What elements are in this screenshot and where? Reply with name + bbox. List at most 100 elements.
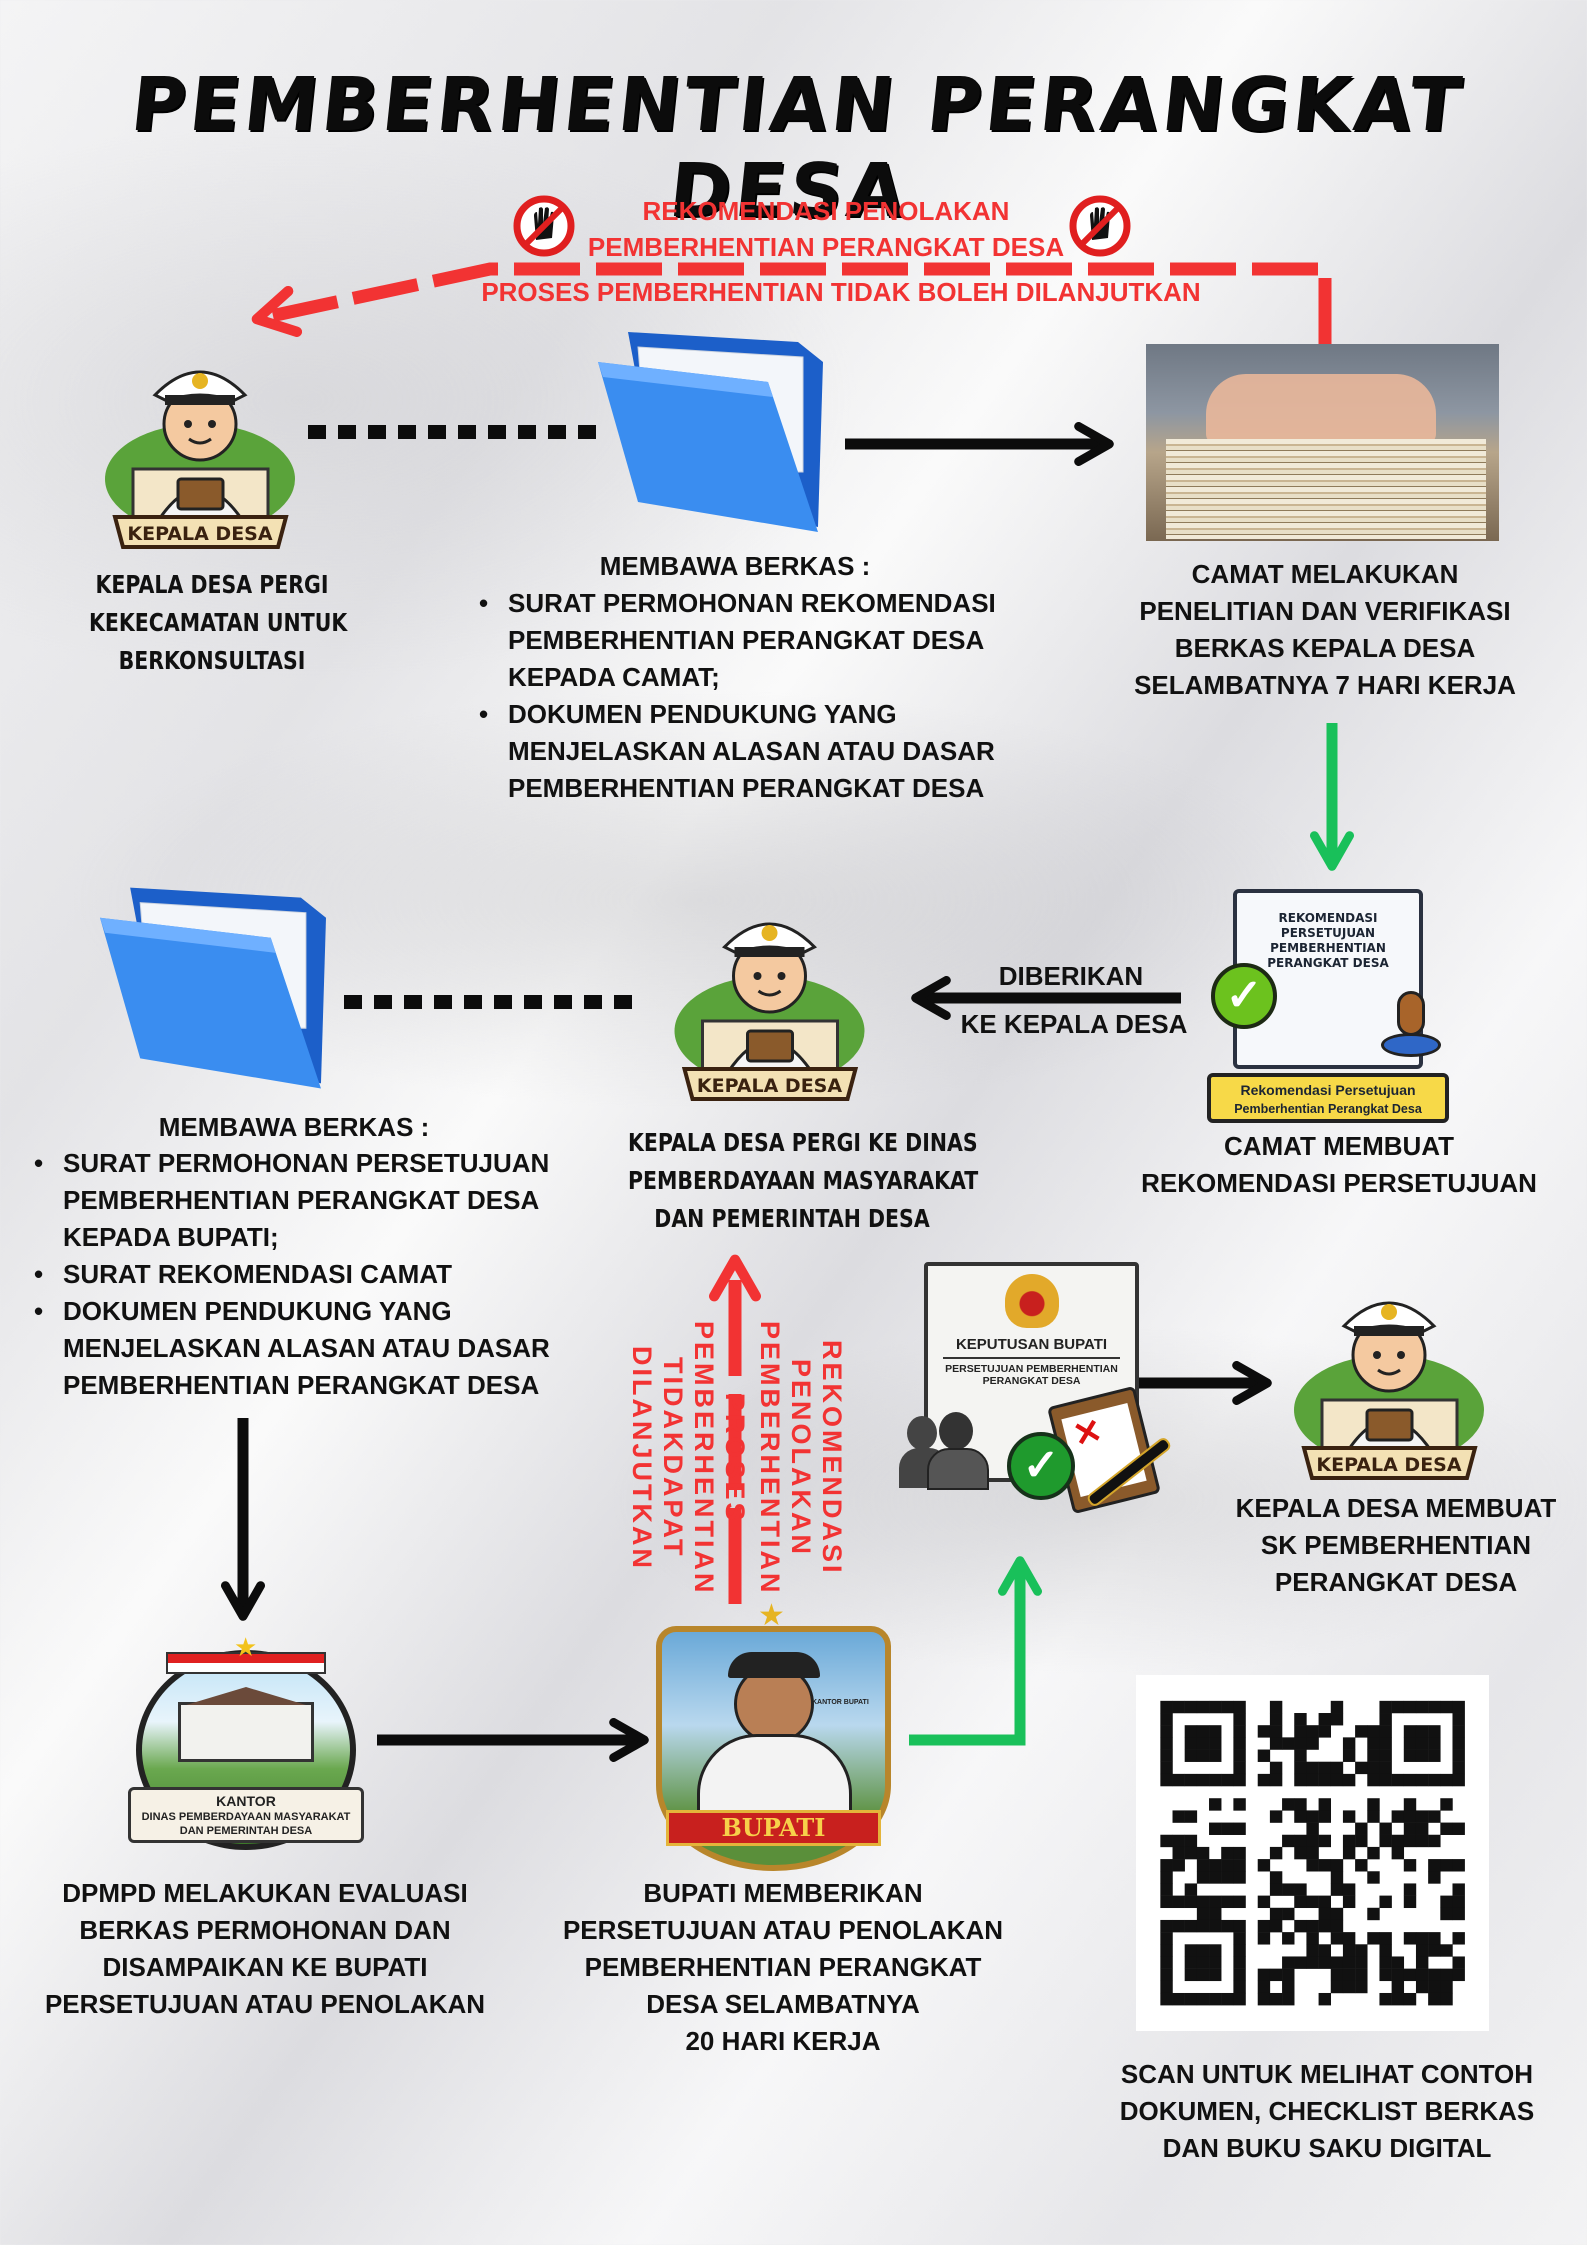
qr-module xyxy=(1269,1907,1283,1921)
caption-line: KEPALA DESA PERGI KE DINAS xyxy=(628,1128,978,1157)
qr-module xyxy=(1233,1700,1246,1714)
qr-module xyxy=(1330,1859,1344,1872)
qr-module xyxy=(1415,1944,1429,1957)
qr-module xyxy=(1160,1834,1173,1848)
qr-module xyxy=(1221,1846,1234,1860)
qr-module xyxy=(1367,1773,1380,1787)
qr-module xyxy=(1391,1773,1405,1787)
qr-module xyxy=(1415,1700,1429,1714)
list-line: SURAT PERMOHONAN REKOMENDASI xyxy=(508,588,996,618)
qr-module xyxy=(1379,1834,1392,1848)
qr-module xyxy=(1452,1968,1465,1982)
kepala-desa-illustration: KEPALA DESA xyxy=(105,370,295,549)
rejection-vertical-left: PROSES PEMBERHENTIAN TIDAKDAPAT DILANJUT… xyxy=(626,1308,750,1608)
qr-module xyxy=(1379,1749,1392,1762)
qr-code[interactable] xyxy=(1136,1675,1489,2031)
qr-module xyxy=(1160,1956,1173,1969)
caption-line: BERKAS PERMOHONAN DAN xyxy=(79,1915,451,1945)
qr-module xyxy=(1452,1713,1465,1726)
qr-module xyxy=(1452,1773,1465,1787)
qr-module xyxy=(1184,1773,1198,1787)
qr-module xyxy=(1367,1907,1380,1921)
qr-module xyxy=(1415,1834,1429,1848)
qr-module xyxy=(1330,1700,1344,1714)
rekomendasi-document: REKOMENDASI PERSETUJUAN PEMBERHENTIAN PE… xyxy=(1203,881,1453,1124)
qr-module xyxy=(1160,1883,1173,1896)
qr-module xyxy=(1282,1798,1295,1811)
qr-module xyxy=(1452,1737,1465,1750)
qr-module xyxy=(1403,1834,1417,1848)
qr-module xyxy=(1294,1749,1307,1762)
qr-module xyxy=(1367,1749,1380,1762)
qr-module xyxy=(1257,1725,1271,1738)
qr-module xyxy=(1172,1834,1185,1848)
qr-module xyxy=(1330,1713,1344,1726)
qr-module xyxy=(1428,1725,1441,1738)
folder-icon xyxy=(598,332,823,532)
qr-module xyxy=(1440,1859,1453,1872)
rejection-text-1: REKOMENDASI PENOLAKAN xyxy=(642,196,1010,226)
qr-module xyxy=(1184,1725,1198,1738)
dpmpd-caption: DPMPD MELAKUKAN EVALUASI BERKAS PERMOHON… xyxy=(40,1875,490,2023)
qr-module xyxy=(1233,1846,1246,1860)
list-item: SURAT PERMOHONAN PERSETUJUANPEMBERHENTIA… xyxy=(34,1145,550,1256)
qr-module xyxy=(1440,1907,1453,1921)
qr-module xyxy=(1209,1895,1222,1909)
qr-module xyxy=(1306,1773,1319,1787)
berkas1-title: MEMBAWA BERKAS : xyxy=(599,551,871,581)
qr-module xyxy=(1415,1932,1429,1945)
dpmpd-office-logo: ★ KANTOR DINAS PEMBERDAYAAN MASYARAKAT D… xyxy=(126,1632,366,1862)
qr-module xyxy=(1294,1895,1307,1909)
caption-line: BERKONSULTASI xyxy=(118,646,306,675)
qr-module xyxy=(1233,1737,1246,1750)
qr-module xyxy=(1452,1956,1465,1969)
qr-module xyxy=(1440,1798,1453,1811)
qr-module xyxy=(1415,1773,1429,1787)
qr-module xyxy=(1355,1822,1368,1835)
qr-module xyxy=(1233,1944,1246,1957)
qr-module xyxy=(1403,1700,1417,1714)
caption-line: KEPALA DESA PERGI xyxy=(95,570,329,599)
qr-module xyxy=(1172,1846,1185,1860)
qr-module xyxy=(1172,1859,1185,1872)
qr-module xyxy=(1233,1749,1246,1762)
qr-module xyxy=(1342,1895,1356,1909)
qr-module xyxy=(1440,1700,1453,1714)
qr-module xyxy=(1269,1810,1283,1823)
caption-line: DAN BUKU SAKU DIGITAL xyxy=(1162,2133,1492,2163)
diberikan-label: DIBERIKAN xyxy=(998,961,1144,991)
qr-module xyxy=(1306,1810,1319,1823)
qr-module xyxy=(1318,1895,1332,1909)
qr-module xyxy=(1428,1992,1441,2006)
qr-module xyxy=(1403,1737,1417,1750)
qr-module xyxy=(1391,1810,1405,1823)
qr-module xyxy=(1355,1980,1368,1994)
qr-module xyxy=(1306,1834,1319,1848)
qr-module xyxy=(1282,1956,1295,1969)
step2-caption: KEPALA DESA PERGI KE DINAS PEMBERDAYAAN … xyxy=(628,1124,978,1238)
qr-module xyxy=(1209,1798,1222,1811)
qr-module xyxy=(1196,1871,1210,1884)
qr-module xyxy=(1160,1700,1173,1714)
qr-module xyxy=(1452,1907,1465,1921)
qr-module xyxy=(1257,1749,1271,1762)
qr-module xyxy=(1294,1834,1307,1848)
qr-module xyxy=(1391,1968,1405,1982)
qr-module xyxy=(1379,1773,1392,1787)
qr-module xyxy=(1209,1859,1222,1872)
caption-line: KEKECAMATAN UNTUK xyxy=(89,608,348,637)
qr-module xyxy=(1221,1871,1234,1884)
qr-module xyxy=(1355,1956,1368,1969)
qr-module xyxy=(1452,1859,1465,1872)
qr-module xyxy=(1294,1810,1307,1823)
qr-module xyxy=(1330,1871,1344,1884)
doc-subtitle-line: PERSETUJUAN PEMBERHENTIAN xyxy=(945,1363,1118,1375)
check-icon: ✓ xyxy=(1007,1432,1075,1500)
qr-module xyxy=(1379,1944,1392,1957)
qr-module xyxy=(1452,1725,1465,1738)
qr-module xyxy=(1367,1737,1380,1750)
caption-line: CAMAT MELAKUKAN xyxy=(1191,559,1459,589)
qr-module xyxy=(1306,1822,1319,1835)
qr-module xyxy=(1391,1846,1405,1860)
